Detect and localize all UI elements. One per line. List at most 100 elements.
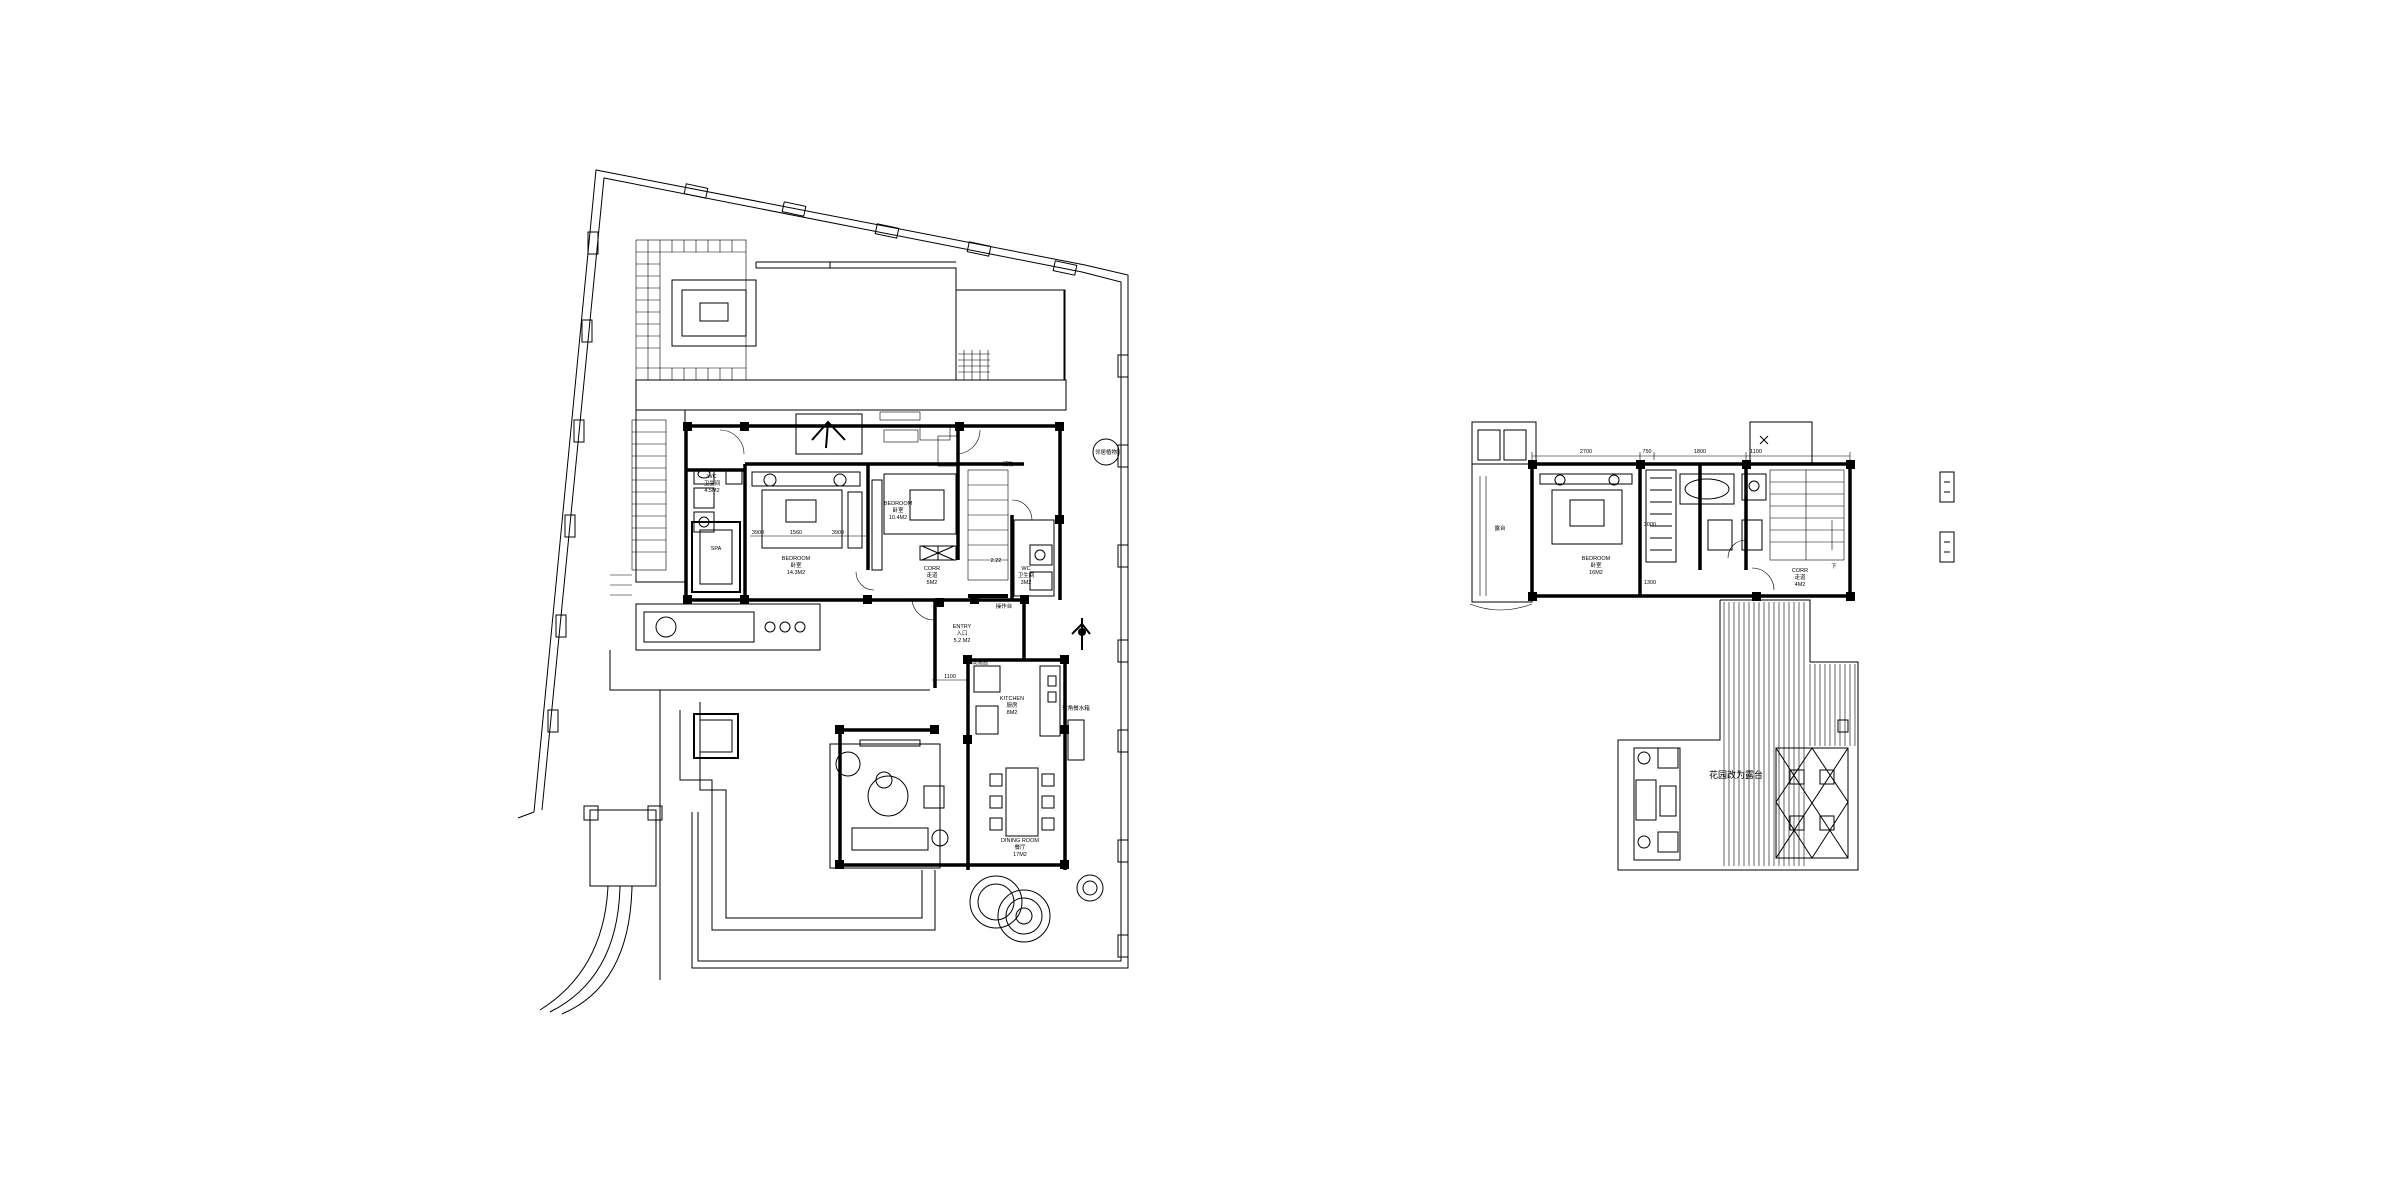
compass-dot [1078,628,1086,636]
room-cn-dining: 餐厅 [1014,843,1026,851]
upper-bedroom-furniture [1539,473,1633,545]
neighbor-mark [1092,438,1120,466]
kitchen-counter-bar [968,594,1008,598]
ground-floor-labels: BEDROOM 卧室 14.3M2 BEDROOM 卧室 10.4M2 WC 卫… [704,448,1118,858]
spa-label: SPA [711,546,722,552]
deck-outline [636,267,1066,381]
jacuzzi-inner [643,611,755,643]
upper-top-units [1471,421,1813,465]
upper-dimension-text: 1100 [1750,449,1762,455]
jacuzzi-jet [655,616,677,638]
terrace-outline [1617,599,1859,871]
room-cn-entry: 入口 [956,630,967,637]
house-band [635,379,1067,411]
upper-room-cn-corridor: 走道 [1794,573,1806,581]
upper-room-name-bedroom: BEDROOM [1582,556,1611,562]
upper-room-name-corridor: CORR [1792,568,1808,574]
room-cn-bedroom-2: 卧室 [892,506,904,514]
door-swings [719,429,1033,621]
dimension-text: 3900 [832,530,844,536]
upper-floor-plan: BEDROOM 卧室 16M2 CORR 走道 4M2 露台 下 花园改为露台 … [1469,421,1955,871]
garden-path [699,702,923,919]
upper-dimension-text: 750 [1642,449,1651,455]
room-name-corridor: CORR [924,566,940,572]
neighbor-label: 邻居植物 [1095,448,1118,456]
dimension-text: 1560 [790,530,802,536]
garden-path [609,650,661,980]
dimension-text: 2.22 [991,558,1002,564]
basin-label: 设施盆 [972,658,989,666]
upper-dimension-text: 1800 [1694,449,1706,455]
garden-path [679,710,936,931]
room-area-entry: 5.2 M2 [954,638,971,644]
upper-dimension-text: 3000 [1644,522,1656,528]
gate-post [647,805,663,821]
site-boundary-inner [541,177,1122,962]
room-cn-wc-1: 卫生间 [704,479,721,487]
spa-room [691,521,741,593]
down-label: 下 [1831,563,1837,570]
curved-path [539,885,609,1011]
structural-columns [683,422,1064,604]
room-area-bedroom-2: 10.4M2 [889,515,907,521]
dimension-text: 3900 [752,530,764,536]
room-name-entry: ENTRY [953,624,972,630]
stair-steps [958,350,990,380]
room-cn-corridor: 走道 [926,571,938,579]
living-furniture [829,739,949,869]
sink-label: 操作台 [996,602,1013,610]
balcony-left [1471,463,1533,603]
pool-center [699,302,729,322]
pool-outer [671,279,757,347]
interior-walls [684,424,1062,602]
boundary-lower [517,811,535,819]
room-cn-wc-2: 卫生间 [1018,571,1035,579]
balcony-slats [1469,476,1533,611]
side-steps [610,419,667,596]
lower-columns [835,598,1069,869]
upper-dimension-text: 2700 [1580,449,1592,455]
sculpture-box [795,413,863,455]
dimension-text: 1100 [944,674,956,680]
room-cn-bedroom-main: 卧室 [790,561,802,569]
gate-post [583,805,599,821]
ornamental-circles [969,874,1104,943]
room-area-wc-1: 4.5M2 [704,488,719,494]
dimension-lines [750,535,968,681]
upper-room-area-bedroom: 16M2 [1589,570,1603,576]
curved-path [549,885,621,1013]
upper-room-area-corridor: 4M2 [1795,582,1806,588]
paving-grid [635,239,747,381]
room-name-bedroom-main: BEDROOM [782,556,811,562]
jacuzzi-jet [764,621,776,633]
site-boundary [533,169,1129,969]
storage-label: 储物 [1002,460,1014,468]
room-name-bedroom-2: BEDROOM [884,501,913,507]
house-outline [635,410,686,583]
terrace-label: 花园改为露台 [1709,769,1763,780]
balcony-label: 露台 [1494,524,1506,532]
boundary-posts [547,183,1129,958]
upper-dimension-text: 1300 [1644,580,1656,586]
room-area-corridor: 5M2 [927,580,938,586]
room-name-wc-2: WC [1021,566,1030,572]
interior-stair [967,469,1009,581]
room-cn-kitchen: 厨房 [1006,701,1018,709]
upper-door-swings [1727,539,1775,591]
wardrobe [1645,469,1677,563]
room-area-bedroom-main: 14.3M2 [787,570,805,576]
planter-inner [699,719,733,753]
legend-markers [1939,471,1955,563]
room-name-wc-1: WC [707,474,716,480]
jacuzzi-outer [635,603,821,651]
upper-dimension-lines [1531,452,1851,460]
upper-stair [1769,469,1845,561]
jacuzzi-jet [794,621,806,633]
room-name-dining: DINING ROOM [1001,838,1039,844]
corner-label: 转角餐水箱 [1062,704,1090,712]
upper-bathroom [1679,473,1767,551]
lower-walls [838,600,1067,870]
bedroom-main-furniture [751,471,883,571]
upper-room-cn-bedroom: 卧室 [1590,561,1602,569]
